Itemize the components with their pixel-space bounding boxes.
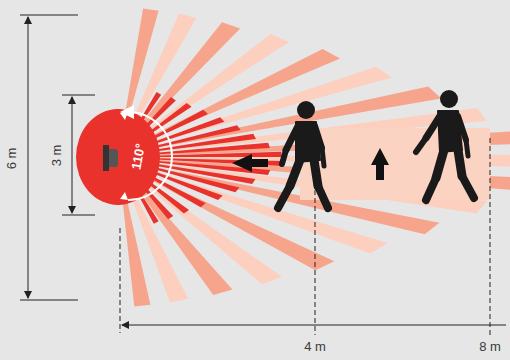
detection-core: [76, 109, 160, 205]
angle-arc: [128, 112, 172, 200]
angle-arrowhead: [120, 112, 128, 120]
dimension-label: 3 m: [50, 144, 63, 166]
detection-zone: [76, 9, 510, 307]
person-figure: [416, 90, 474, 200]
dimension-label: 6 m: [5, 147, 18, 169]
across-arrow: [371, 148, 389, 180]
person-figure: [278, 101, 328, 208]
angle-arrowhead: [120, 192, 128, 200]
dimension-lines: [20, 15, 506, 335]
distance-label: 8 m: [479, 340, 501, 353]
toward-arrow: [232, 154, 268, 172]
motion-sensor: [103, 145, 118, 171]
distance-label: 4 m: [304, 340, 326, 353]
